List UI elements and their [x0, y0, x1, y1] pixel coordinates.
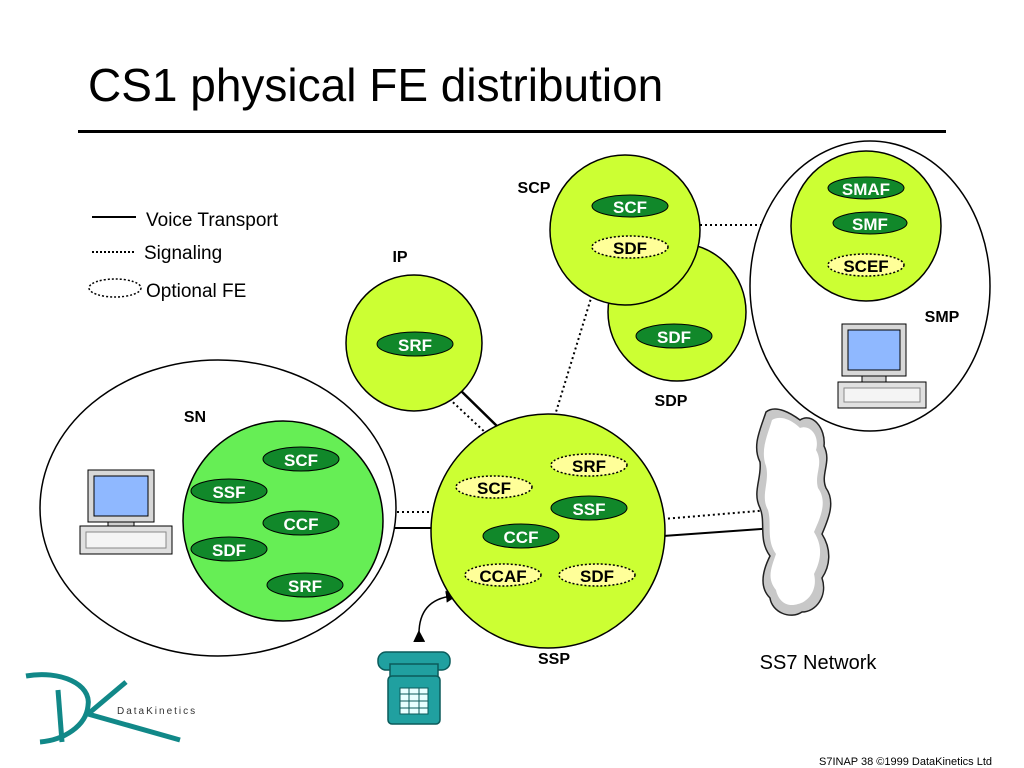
fe-sn-sdf-label: SDF	[212, 541, 246, 560]
fe-ip-srf	[376, 331, 454, 357]
fe-smf	[832, 211, 908, 235]
smp-node: SMAF SMF SCEF SMP	[749, 140, 991, 432]
fe-sn-ssf-label: SSF	[212, 483, 245, 502]
fe-scef-optional	[827, 253, 905, 277]
fe-sdp-sdf	[635, 323, 713, 349]
ssp-label: SSP	[538, 651, 570, 668]
sn-label: SN	[184, 409, 206, 426]
telephone-icon	[377, 651, 451, 725]
signal-link-scp-ssp	[551, 294, 593, 426]
voice-link-ip-ssp	[454, 384, 503, 432]
ss7-cloud-icon	[755, 408, 832, 616]
ss7-network-label: SS7 Network	[760, 652, 878, 674]
fe-smaf-label: SMAF	[842, 180, 890, 199]
signal-link-ssp-ss7	[662, 509, 771, 520]
fe-ssp-ccf	[482, 523, 560, 549]
sdp-label: SDP	[655, 393, 688, 410]
fe-sn-scf-label: SCF	[284, 451, 318, 470]
fe-ssp-ssf-label: SSF	[572, 500, 605, 519]
footer-text: S7INAP 38 ©1999 DataKinetics Ltd	[818, 756, 992, 768]
scp-circle	[549, 154, 701, 306]
fe-sn-ccf	[262, 510, 340, 536]
legend-signal-label: Signaling	[144, 243, 222, 264]
legend-optional-label: Optional FE	[146, 281, 246, 302]
fe-scp-sdf-optional	[591, 235, 669, 259]
sn-node: SN SCF SSF CCF SDF SRF	[39, 359, 397, 657]
legend-voice-label: Voice Transport	[146, 210, 279, 231]
fe-ssp-scf-label: SCF	[477, 479, 511, 498]
ip-node: SRF IP	[345, 249, 483, 412]
fe-ssp-ccaf-optional	[464, 563, 542, 587]
ip-label: IP	[392, 249, 407, 266]
fe-sn-scf	[262, 446, 340, 472]
title-underline	[78, 130, 946, 133]
fe-ip-srf-label: SRF	[398, 336, 432, 355]
fe-scp-sdf-label: SDF	[613, 239, 647, 258]
page-title: CS1 physical FE distribution	[88, 59, 664, 111]
fe-ssp-srf-optional	[550, 453, 628, 477]
fe-sn-srf	[266, 572, 344, 598]
fe-ssp-scf-optional	[455, 475, 533, 499]
fe-smf-label: SMF	[852, 215, 888, 234]
scp-label: SCP	[518, 180, 551, 197]
smp-computer-icon	[837, 323, 927, 409]
fe-sn-ssf	[190, 478, 268, 504]
fe-scef-label: SCEF	[843, 257, 888, 276]
smp-label: SMP	[925, 309, 960, 326]
fe-scp-scf-label: SCF	[613, 198, 647, 217]
datakinetics-logo-mark	[25, 672, 181, 745]
fe-ssp-ccf-label: CCF	[504, 528, 539, 547]
legend-optional-ellipse	[88, 278, 142, 298]
voice-link-ssp-ss7	[662, 527, 776, 537]
fe-sn-ccf-label: CCF	[284, 515, 319, 534]
fe-smaf	[827, 176, 905, 200]
sn-computer-icon	[79, 469, 173, 555]
fe-ssp-ccaf-label: CCAF	[479, 567, 526, 586]
datakinetics-logo-text: DataKinetics	[117, 706, 198, 717]
fe-ssp-sdf-optional	[558, 563, 636, 587]
fe-ssp-sdf-label: SDF	[580, 567, 614, 586]
ssp-node: SRF SCF SSF CCF CCAF SDF SSP	[430, 413, 666, 668]
scp-node: SCF SDF SCP	[518, 154, 701, 306]
fe-sn-sdf	[190, 536, 268, 562]
fe-ssp-srf-label: SRF	[572, 457, 606, 476]
fe-sn-srf-label: SRF	[288, 577, 322, 596]
legend: Voice Transport Signaling Optional FE	[88, 210, 279, 302]
fe-ssp-ssf	[550, 495, 628, 521]
fe-sdp-sdf-label: SDF	[657, 328, 691, 347]
phone-arrow	[413, 590, 458, 643]
fe-scp-scf	[591, 194, 669, 218]
